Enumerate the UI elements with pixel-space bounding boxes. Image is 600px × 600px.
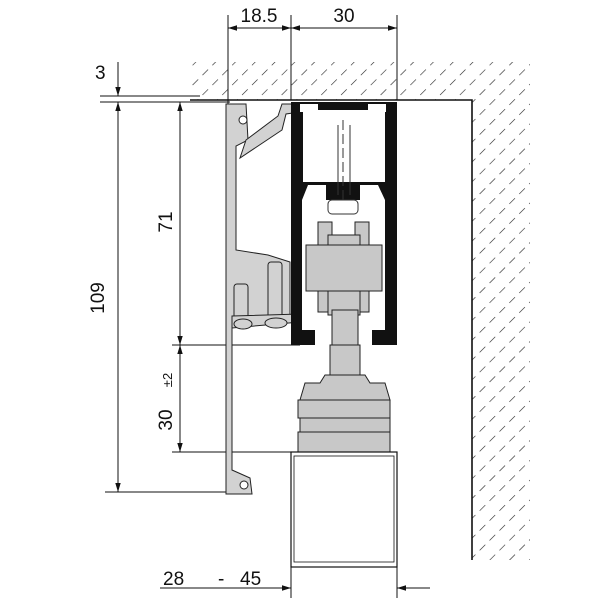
dim-30-adjust: 30 [156, 409, 177, 430]
rail-profile [291, 102, 397, 345]
dim-18-5: 18.5 [241, 6, 278, 27]
dim-30-top: 30 [333, 6, 354, 27]
dim-tolerance: ±2 [160, 373, 175, 387]
roller-carriage [297, 221, 391, 453]
extension-lines [100, 15, 398, 598]
dim-109: 109 [88, 282, 109, 314]
dim-45: 45 [240, 569, 261, 590]
dim-28: 28 [163, 569, 184, 590]
dimension-lines [115, 25, 430, 591]
door-panel [290, 451, 398, 568]
cover-bracket [225, 103, 301, 495]
dim-3: 3 [95, 63, 106, 84]
dim-dash: - [218, 569, 224, 590]
ceiling-wall [190, 62, 530, 560]
dim-71: 71 [156, 211, 177, 232]
